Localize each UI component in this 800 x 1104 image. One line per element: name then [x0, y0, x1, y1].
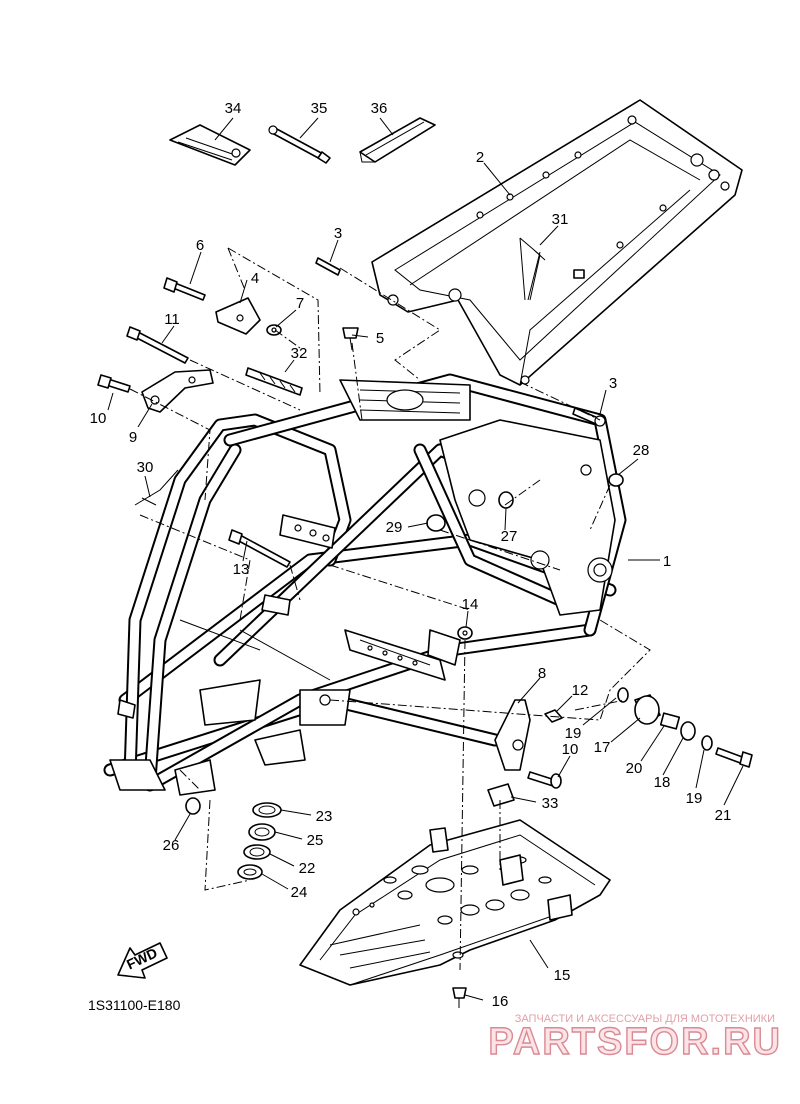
part-label-33: 33	[542, 795, 559, 812]
part-label-10-lower: 10	[562, 741, 579, 758]
part-label-29: 29	[386, 519, 403, 536]
part-label-6: 6	[196, 237, 204, 254]
part-label-5: 5	[376, 330, 384, 347]
part-label-32: 32	[291, 345, 308, 362]
watermark-tagline: ЗАПЧАСТИ И АКСЕССУАРЫ ДЛЯ МОТОТЕХНИКИ	[515, 1013, 775, 1025]
part-label-9: 9	[129, 429, 137, 446]
part-label-8: 8	[538, 665, 546, 682]
part-label-30: 30	[137, 459, 154, 476]
part-label-16: 16	[492, 993, 509, 1010]
part-label-24: 24	[291, 884, 308, 901]
part-label-2: 2	[476, 149, 484, 166]
part-label-10-upper: 10	[90, 410, 107, 427]
part-label-7: 7	[296, 295, 304, 312]
part-label-27: 27	[501, 528, 518, 545]
rear-frame-drawing	[371, 99, 743, 386]
part-label-21: 21	[715, 807, 732, 824]
part-label-11: 11	[164, 311, 180, 328]
main-frame-drawing	[103, 373, 627, 796]
diagram-code: 1S31100-E180	[88, 997, 181, 1013]
part-label-15: 15	[554, 967, 571, 984]
part-label-4: 4	[251, 270, 259, 287]
part-label-19-upper: 19	[565, 725, 582, 742]
part-label-13: 13	[233, 561, 250, 578]
part-label-1: 1	[663, 553, 671, 570]
part-label-17: 17	[594, 739, 611, 756]
part-label-26: 26	[163, 837, 180, 854]
part-label-3-upper: 3	[334, 225, 342, 242]
part-label-19-lower: 19	[686, 790, 703, 807]
skid-plate-drawing	[299, 819, 611, 986]
small-parts-drawing	[97, 117, 753, 1008]
part-label-28: 28	[633, 442, 650, 459]
part-label-31: 31	[552, 211, 569, 228]
part-label-12: 12	[572, 682, 589, 699]
part-label-20: 20	[626, 760, 643, 777]
part-label-3-lower: 3	[609, 375, 617, 392]
part-label-22: 22	[299, 860, 316, 877]
assembly-lines	[129, 247, 651, 971]
part-label-23: 23	[316, 808, 333, 825]
part-label-34: 34	[225, 100, 242, 117]
part-label-14: 14	[462, 596, 479, 613]
leader-lines	[107, 117, 744, 1001]
watermark: ЗАПЧАСТИ И АКСЕССУАРЫ ДЛЯ МОТОТЕХНИКИ PA…	[488, 1013, 782, 1064]
part-label-25: 25	[307, 832, 324, 849]
part-label-18: 18	[654, 774, 671, 791]
part-label-35: 35	[311, 100, 328, 117]
part-number-labels: 1 2 3 3 4 5 6 7 8 9 10 10 11 12 13 14 15…	[90, 100, 732, 1010]
part-label-36: 36	[371, 100, 388, 117]
watermark-brand: PARTSFOR.RU	[488, 1021, 782, 1063]
